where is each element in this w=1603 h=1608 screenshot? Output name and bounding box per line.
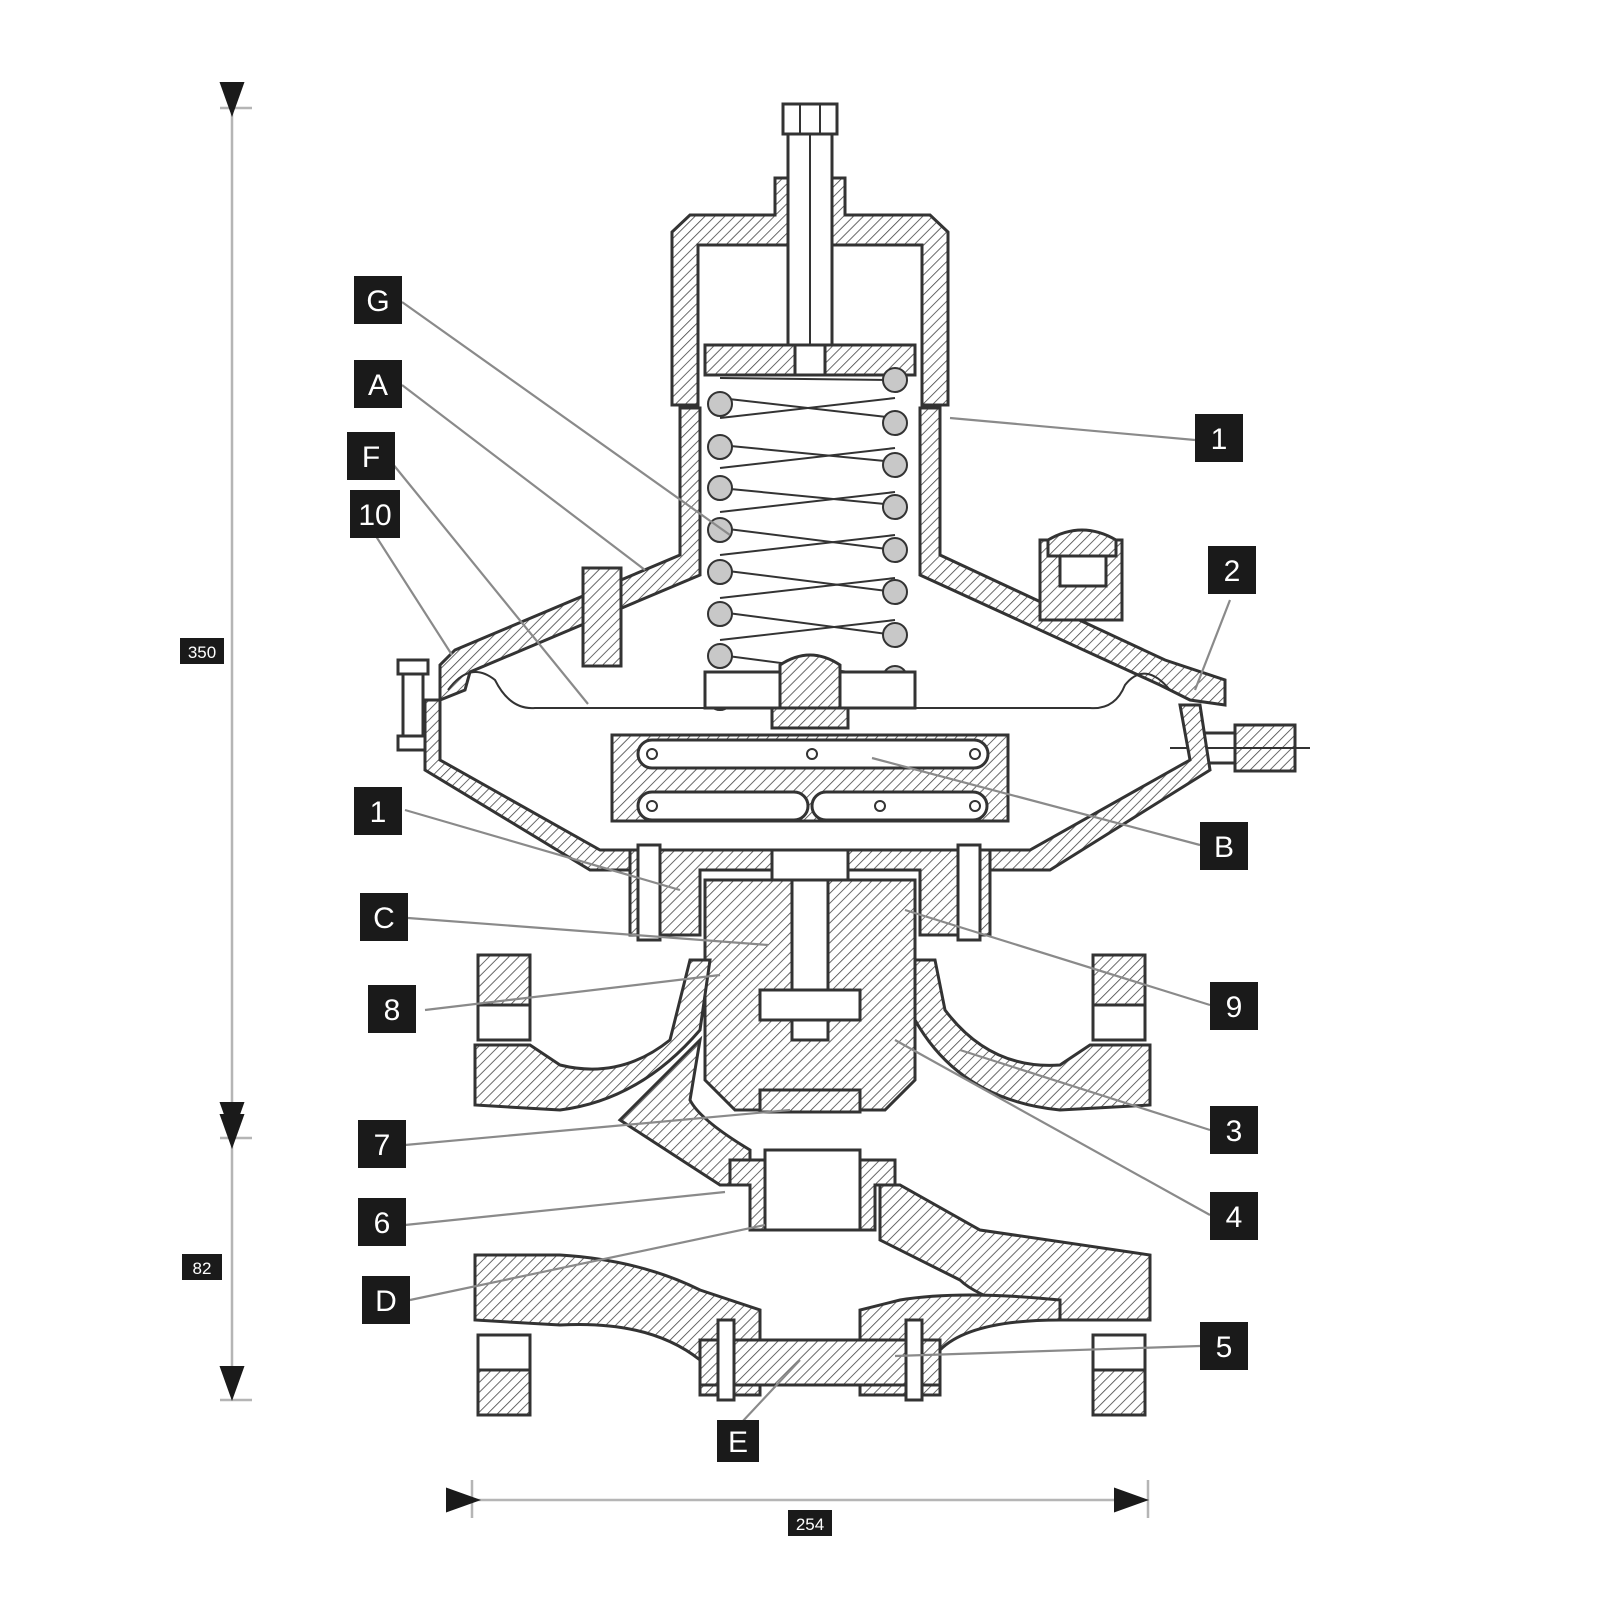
callout-9: 9 — [1210, 982, 1258, 1030]
valve-body — [473, 953, 1152, 1417]
callout-F: F — [347, 432, 395, 480]
dimension-lines — [219, 82, 1150, 1518]
svg-text:8: 8 — [384, 994, 401, 1027]
spring-case — [438, 406, 1227, 707]
callout-8: 8 — [368, 985, 416, 1033]
svg-text:2: 2 — [1224, 555, 1241, 588]
callout-2: 2 — [1208, 546, 1256, 594]
callout-5: 5 — [1200, 1322, 1248, 1370]
svg-text:B: B — [1214, 831, 1234, 864]
svg-text:82: 82 — [193, 1259, 212, 1278]
lever-mechanism — [610, 733, 1010, 823]
svg-text:10: 10 — [358, 499, 391, 532]
adjusting-screw — [781, 102, 839, 348]
callout-3: 3 — [1210, 1106, 1258, 1154]
callout-4: 4 — [1210, 1192, 1258, 1240]
callout-G: G — [354, 276, 402, 324]
callout-1-top: 1 — [1195, 414, 1243, 462]
valve-cartridge — [628, 843, 992, 1114]
svg-text:3: 3 — [1226, 1115, 1243, 1148]
callout-1-mid: 1 — [354, 787, 402, 835]
dimension-label-350: 350 — [180, 638, 224, 664]
dimension-label-82: 82 — [182, 1254, 222, 1280]
svg-text:9: 9 — [1226, 991, 1243, 1024]
callout-10: 10 — [350, 490, 400, 538]
svg-text:4: 4 — [1226, 1201, 1243, 1234]
svg-text:350: 350 — [188, 643, 216, 662]
svg-text:D: D — [375, 1285, 397, 1318]
svg-text:6: 6 — [374, 1207, 391, 1240]
bonnet-cap — [670, 176, 950, 407]
callout-7: 7 — [358, 1120, 406, 1168]
svg-text:G: G — [366, 285, 389, 318]
callout-A: A — [354, 360, 402, 408]
svg-text:A: A — [368, 369, 388, 402]
dimension-label-254: 254 — [788, 1510, 832, 1536]
svg-text:7: 7 — [374, 1129, 391, 1162]
callout-E: E — [717, 1420, 759, 1462]
callout-6: 6 — [358, 1198, 406, 1246]
svg-text:1: 1 — [1211, 423, 1228, 456]
svg-text:1: 1 — [370, 796, 387, 829]
svg-text:E: E — [728, 1426, 748, 1459]
callout-B: B — [1200, 822, 1248, 870]
spring-button — [703, 343, 917, 377]
svg-text:F: F — [362, 441, 380, 474]
leader-lines — [371, 301, 1232, 1423]
callout-D: D — [362, 1276, 410, 1324]
svg-text:C: C — [373, 902, 395, 935]
callout-C: C — [360, 893, 408, 941]
svg-text:5: 5 — [1216, 1331, 1233, 1364]
svg-text:254: 254 — [796, 1515, 824, 1534]
diaphragm-assembly — [447, 653, 1171, 730]
